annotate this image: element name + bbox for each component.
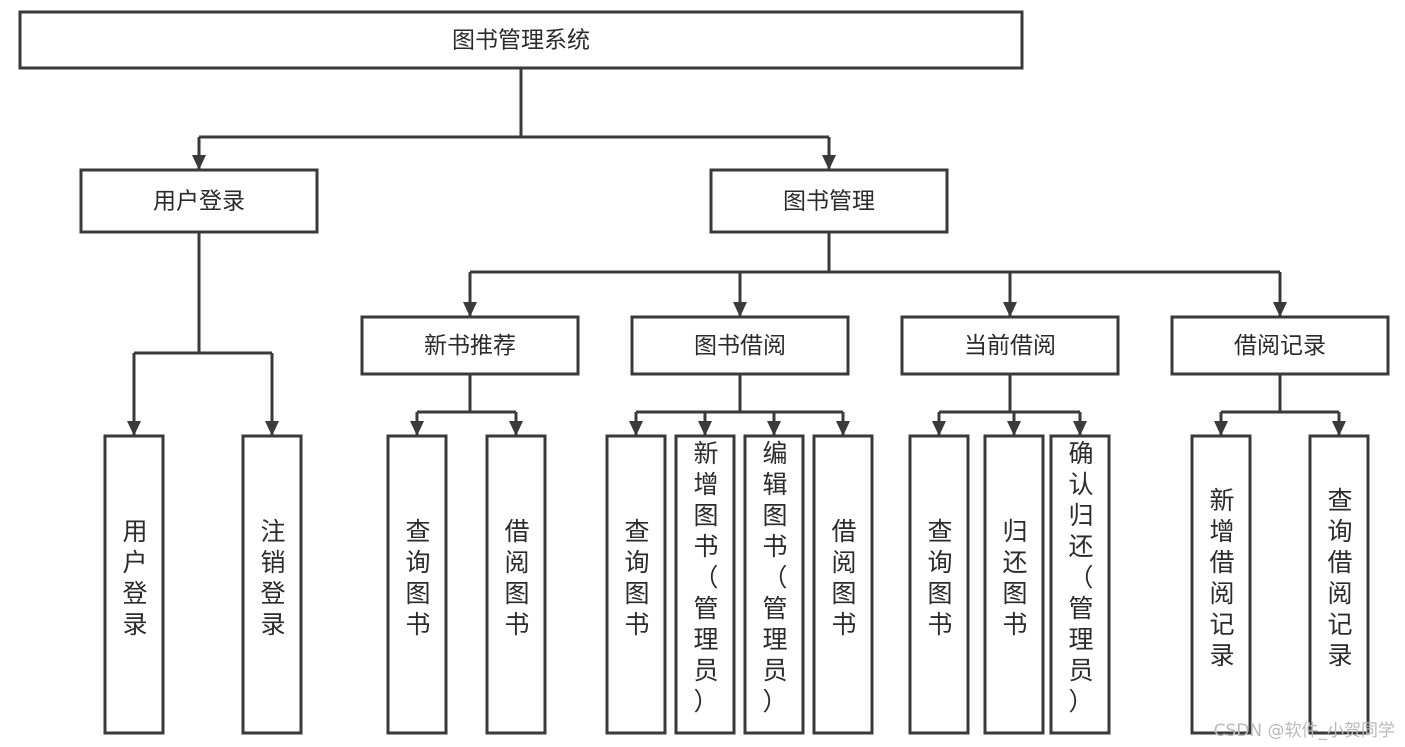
node-label-leaf-add-borrow-record: 新增借阅记录 xyxy=(1209,486,1234,670)
arrow-head-icon xyxy=(463,302,477,317)
arrow-head-icon xyxy=(1214,421,1228,436)
node-book-borrow[interactable]: 图书借阅 xyxy=(630,315,850,376)
node-box-leaf-query-book-rec[interactable] xyxy=(386,434,448,735)
arrow-head-icon xyxy=(1273,302,1287,317)
node-leaf-add-book-admin[interactable]: 新增图书（管理员） xyxy=(674,434,736,735)
node-box-leaf-user-login[interactable] xyxy=(103,434,165,735)
arrow-head-icon xyxy=(1007,421,1021,436)
node-box-leaf-edit-book-admin[interactable] xyxy=(743,434,805,735)
arrow-head-icon xyxy=(1073,421,1087,436)
node-user-login[interactable]: 用户登录 xyxy=(79,168,319,234)
arrow-head-icon xyxy=(1003,302,1017,317)
arrow-head-icon xyxy=(767,421,781,436)
node-label-leaf-query-book-rec: 查询图书 xyxy=(405,517,430,639)
node-label-leaf-query-book-current: 查询图书 xyxy=(927,517,952,639)
node-label-new-book-recommend: 新书推荐 xyxy=(424,333,516,359)
node-label-book-manage: 图书管理 xyxy=(783,189,875,215)
node-leaf-edit-book-admin[interactable]: 编辑图书（管理员） xyxy=(743,434,805,735)
node-box-current-borrow[interactable] xyxy=(900,315,1120,376)
nodes-layer: 图书管理系统用户登录图书管理新书推荐图书借阅当前借阅借阅记录用户登录注销登录查询… xyxy=(18,10,1390,735)
node-label-leaf-borrow-book-rec: 借阅图书 xyxy=(504,517,529,639)
node-label-leaf-user-login: 用户登录 xyxy=(122,517,147,639)
node-current-borrow[interactable]: 当前借阅 xyxy=(900,315,1120,376)
arrow-head-icon xyxy=(733,302,747,317)
node-leaf-logout[interactable]: 注销登录 xyxy=(241,434,303,735)
node-box-root[interactable] xyxy=(18,10,1024,70)
node-leaf-query-borrow-record[interactable]: 查询借阅记录 xyxy=(1308,434,1370,735)
node-box-new-book-recommend[interactable] xyxy=(360,315,580,376)
node-leaf-confirm-return-admin[interactable]: 确认归还（管理员） xyxy=(1049,434,1111,735)
node-leaf-user-login[interactable]: 用户登录 xyxy=(103,434,165,735)
node-box-leaf-query-borrow-record[interactable] xyxy=(1308,434,1370,735)
node-label-current-borrow: 当前借阅 xyxy=(964,333,1056,359)
node-box-leaf-query-book-borrow[interactable] xyxy=(605,434,667,735)
node-label-book-borrow: 图书借阅 xyxy=(694,333,786,359)
node-label-leaf-logout: 注销登录 xyxy=(260,517,285,639)
arrow-head-icon xyxy=(410,421,424,436)
node-book-manage[interactable]: 图书管理 xyxy=(709,168,949,234)
node-box-leaf-logout[interactable] xyxy=(241,434,303,735)
node-box-leaf-borrow-book-rec[interactable] xyxy=(485,434,547,735)
node-leaf-borrow-book-rec[interactable]: 借阅图书 xyxy=(485,434,547,735)
node-borrow-record[interactable]: 借阅记录 xyxy=(1170,315,1390,376)
node-label-leaf-borrow-book: 借阅图书 xyxy=(831,517,856,639)
node-leaf-query-book-rec[interactable]: 查询图书 xyxy=(386,434,448,735)
node-leaf-return-book[interactable]: 归还图书 xyxy=(983,434,1045,735)
node-label-borrow-record: 借阅记录 xyxy=(1234,333,1326,359)
node-box-leaf-query-book-current[interactable] xyxy=(908,434,970,735)
node-root[interactable]: 图书管理系统 xyxy=(18,10,1024,70)
arrow-head-icon xyxy=(698,421,712,436)
node-box-user-login[interactable] xyxy=(79,168,319,234)
node-leaf-add-borrow-record[interactable]: 新增借阅记录 xyxy=(1190,434,1252,735)
node-leaf-query-book-current[interactable]: 查询图书 xyxy=(908,434,970,735)
node-box-leaf-add-book-admin[interactable] xyxy=(674,434,736,735)
arrow-head-icon xyxy=(932,421,946,436)
node-label-root: 图书管理系统 xyxy=(452,28,590,54)
node-box-book-borrow[interactable] xyxy=(630,315,850,376)
node-box-borrow-record[interactable] xyxy=(1170,315,1390,376)
node-label-leaf-confirm-return-admin: 确认归还（管理员） xyxy=(1068,439,1093,716)
arrow-head-icon xyxy=(265,421,279,436)
arrow-head-icon xyxy=(822,155,836,170)
arrow-head-icon xyxy=(836,421,850,436)
arrow-head-icon xyxy=(192,155,206,170)
node-new-book-recommend[interactable]: 新书推荐 xyxy=(360,315,580,376)
arrow-head-icon xyxy=(1332,421,1346,436)
arrow-head-icon xyxy=(127,421,141,436)
node-box-book-manage[interactable] xyxy=(709,168,949,234)
node-label-user-login: 用户登录 xyxy=(153,189,245,215)
node-leaf-query-book-borrow[interactable]: 查询图书 xyxy=(605,434,667,735)
node-box-leaf-add-borrow-record[interactable] xyxy=(1190,434,1252,735)
node-label-leaf-edit-book-admin: 编辑图书（管理员） xyxy=(762,439,787,716)
arrow-head-icon xyxy=(509,421,523,436)
node-box-leaf-borrow-book[interactable] xyxy=(812,434,874,735)
connectors-layer xyxy=(127,68,1346,436)
node-label-leaf-add-book-admin: 新增图书（管理员） xyxy=(693,439,718,716)
node-box-leaf-confirm-return-admin[interactable] xyxy=(1049,434,1111,735)
node-label-leaf-query-book-borrow: 查询图书 xyxy=(624,517,649,639)
node-leaf-borrow-book[interactable]: 借阅图书 xyxy=(812,434,874,735)
node-label-leaf-return-book: 归还图书 xyxy=(1002,517,1027,639)
arrow-head-icon xyxy=(629,421,643,436)
node-label-leaf-query-borrow-record: 查询借阅记录 xyxy=(1327,486,1352,670)
node-box-leaf-return-book[interactable] xyxy=(983,434,1045,735)
